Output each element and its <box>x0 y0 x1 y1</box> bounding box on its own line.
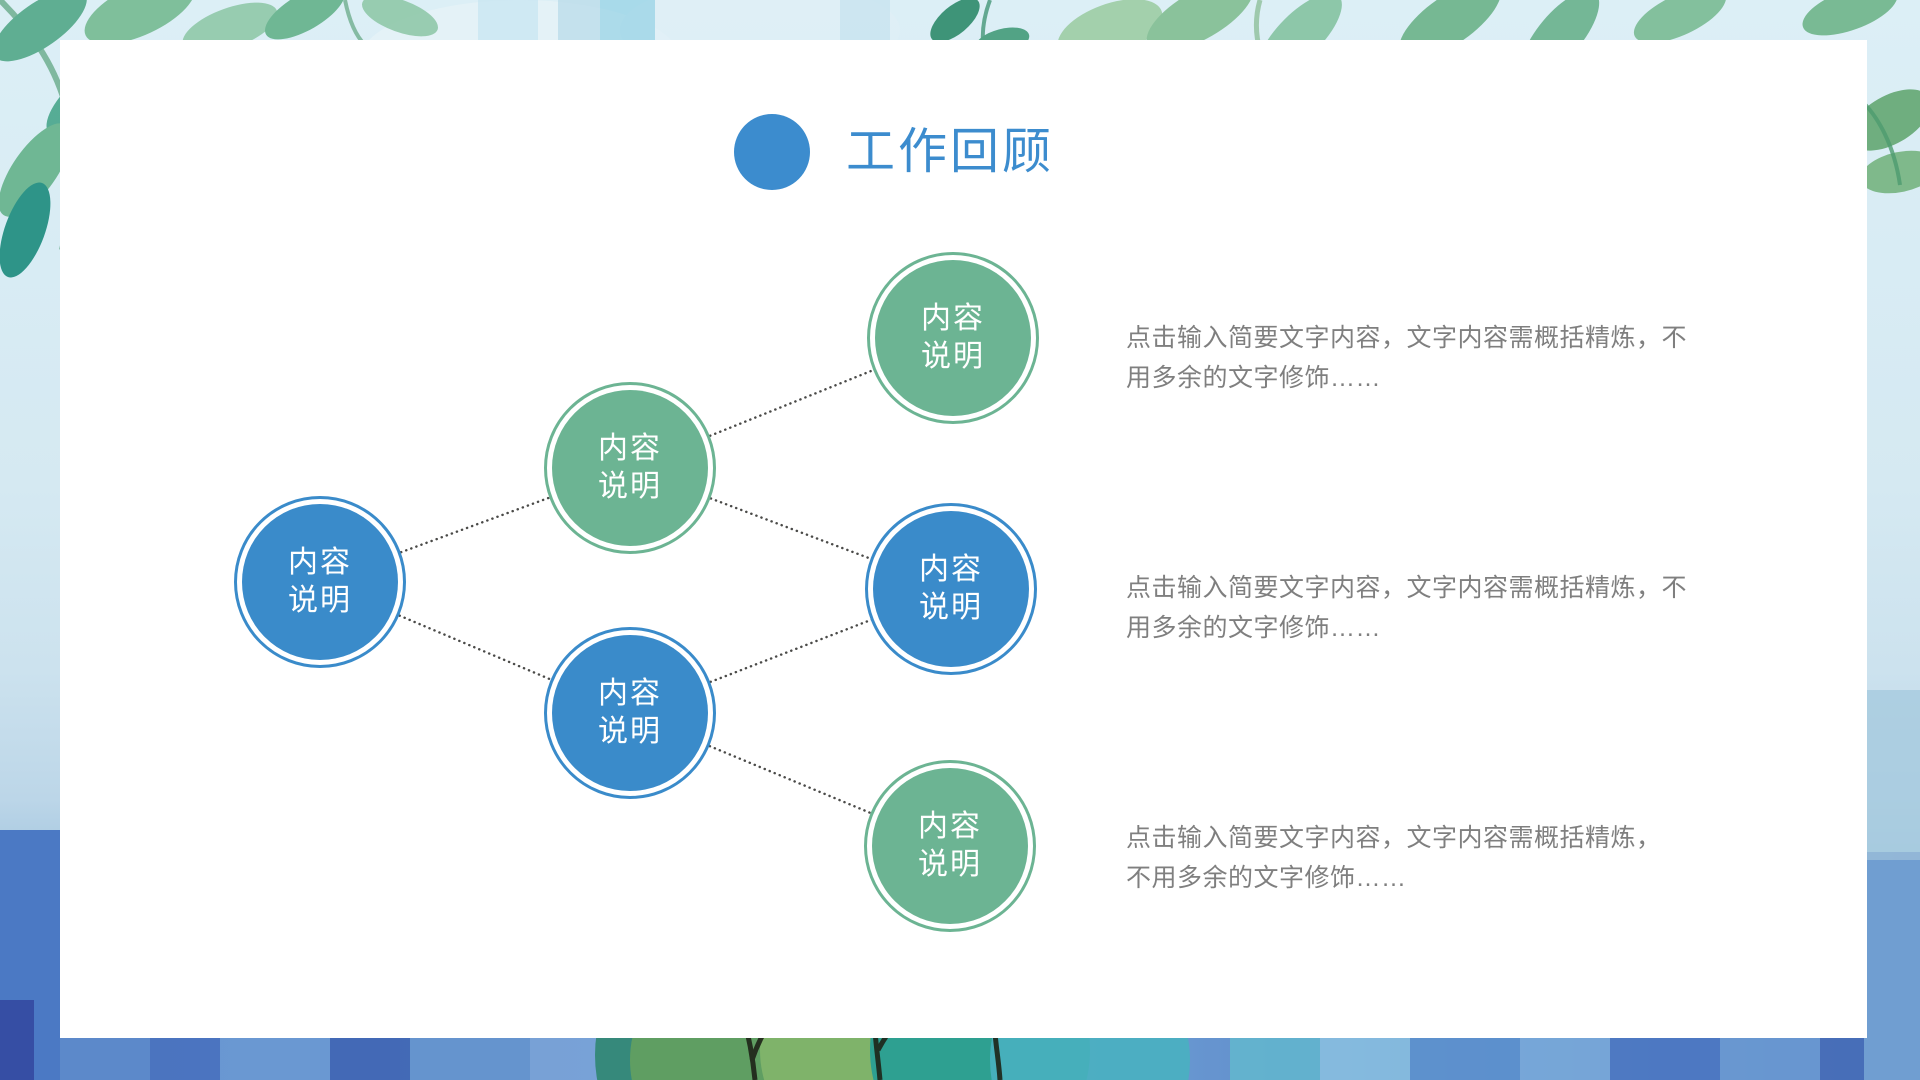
diagram-node-branch-top: 内容 说明 <box>544 382 716 554</box>
description-line: 不用多余的文字修饰…… <box>1126 864 1407 892</box>
node-label-line2: 说明 <box>919 591 983 624</box>
description-line: 用多余的文字修饰…… <box>1126 614 1382 642</box>
slide-title: 工作回顾 <box>846 125 1055 179</box>
node-fill: 内容 说明 <box>872 768 1028 924</box>
node-label-line1: 内容 <box>921 302 985 335</box>
description-line: 用多余的文字修饰…… <box>1126 364 1382 392</box>
diagram-node-branch-bottom: 内容 说明 <box>544 627 716 799</box>
node-label-line1: 内容 <box>598 432 662 465</box>
node-fill: 内容 说明 <box>552 390 708 546</box>
node-fill: 内容 说明 <box>242 504 398 660</box>
node-label-line1: 内容 <box>598 677 662 710</box>
node-fill: 内容 说明 <box>552 635 708 791</box>
description-block-1: 点击输入简要文字内容，文字内容需概括精炼，不 用多余的文字修饰…… <box>1126 318 1716 398</box>
node-fill: 内容 说明 <box>873 511 1029 667</box>
description-line: 点击输入简要文字内容，文字内容需概括精炼， <box>1126 824 1662 852</box>
node-label-line1: 内容 <box>288 546 352 579</box>
description-block-3: 点击输入简要文字内容，文字内容需概括精炼， 不用多余的文字修饰…… <box>1126 818 1716 898</box>
diagram-node-leaf-bottom: 内容 说明 <box>864 760 1036 932</box>
node-label-line2: 说明 <box>918 848 982 881</box>
node-label-line1: 内容 <box>918 810 982 843</box>
description-line: 点击输入简要文字内容，文字内容需概括精炼，不 <box>1126 324 1688 352</box>
node-fill: 内容 说明 <box>875 260 1031 416</box>
node-label-line2: 说明 <box>598 470 662 503</box>
node-label-line1: 内容 <box>919 553 983 586</box>
description-line: 点击输入简要文字内容，文字内容需概括精炼，不 <box>1126 574 1688 602</box>
title-bullet-circle-icon <box>734 114 810 190</box>
node-label-line2: 说明 <box>598 715 662 748</box>
node-label-line2: 说明 <box>288 584 352 617</box>
diagram-node-leaf-top: 内容 说明 <box>867 252 1039 424</box>
description-block-2: 点击输入简要文字内容，文字内容需概括精炼，不 用多余的文字修饰…… <box>1126 568 1716 648</box>
diagram-node-leaf-middle: 内容 说明 <box>865 503 1037 675</box>
node-label-line2: 说明 <box>921 340 985 373</box>
diagram-node-root: 内容 说明 <box>234 496 406 668</box>
